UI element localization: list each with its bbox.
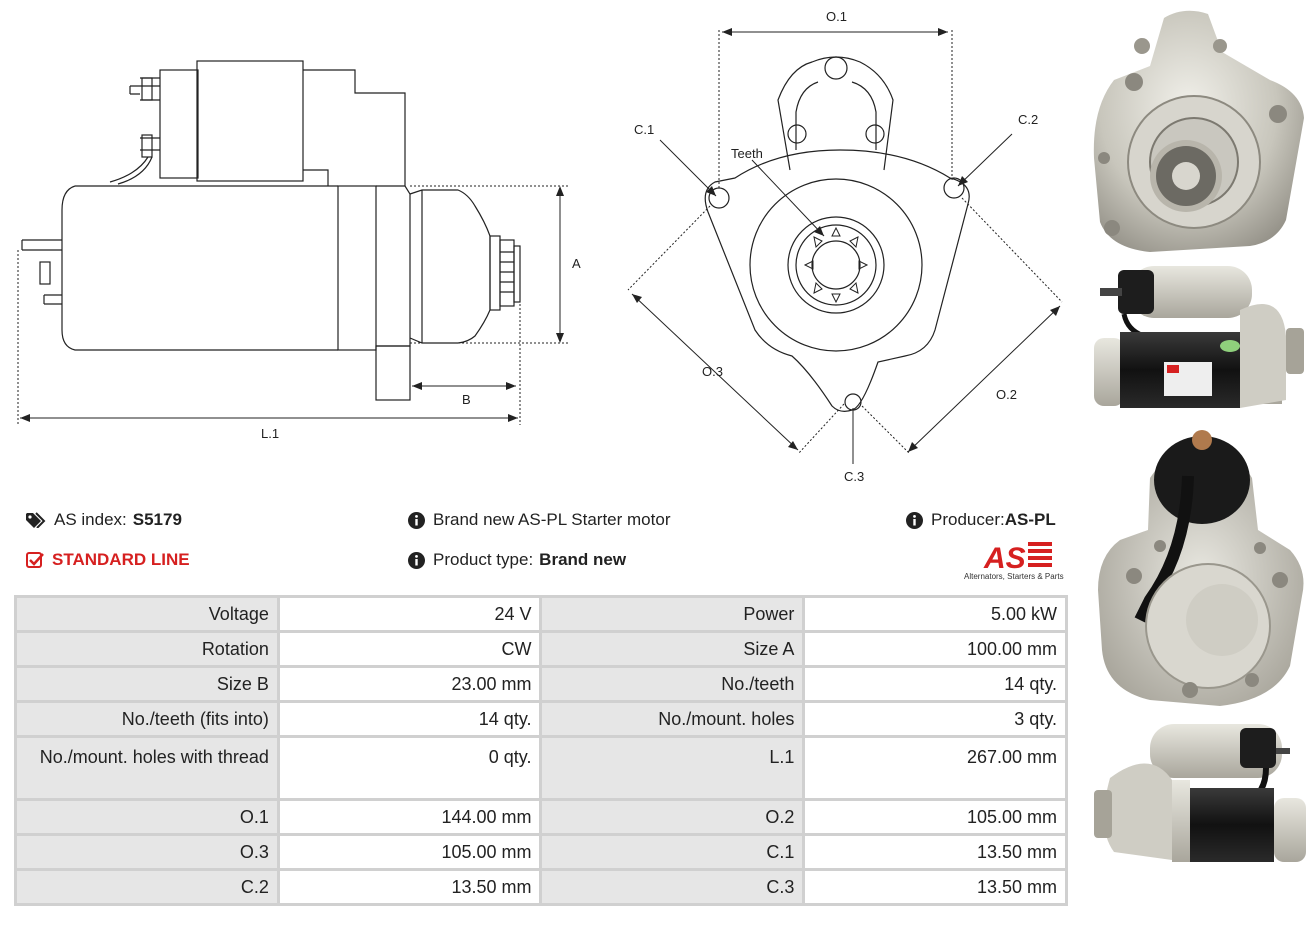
as-index-value: S5179: [132, 510, 182, 529]
product-photo-front: [1093, 10, 1304, 252]
svg-text:AS: AS: [983, 542, 1026, 572]
spec-label: Power: [542, 598, 803, 630]
dim-label-a: A: [572, 256, 581, 271]
solenoid-cap: [159, 69, 199, 179]
product-type: Product type: Brand new: [408, 550, 626, 570]
spec-value: 144.00 mm: [279, 801, 540, 833]
solenoid-body: [196, 60, 304, 182]
standard-line: STANDARD LINE: [26, 550, 190, 570]
as-index-label: AS index:: [54, 510, 127, 529]
spec-value: 13.50 mm: [805, 871, 1065, 903]
spec-label: C.2: [17, 871, 277, 903]
product-photo-side-2: [1094, 724, 1306, 862]
spec-label: O.2: [542, 801, 803, 833]
spec-label: C.1: [542, 836, 803, 868]
producer-label: Producer:: [931, 510, 1005, 529]
spec-value: 105.00 mm: [805, 801, 1065, 833]
info-icon: [408, 511, 425, 529]
spec-value: CW: [279, 633, 540, 665]
spec-value: 267.00 mm: [805, 738, 1065, 798]
standard-line-label: STANDARD LINE: [52, 550, 190, 569]
spec-label: No./mount. holes with thread: [17, 738, 277, 798]
product-photo-rear: [1098, 430, 1304, 706]
spec-value: 0 qty.: [279, 738, 540, 798]
brand-tagline: Alternators, Starters & Parts: [964, 572, 1064, 581]
spec-value: 13.50 mm: [805, 836, 1065, 868]
spec-label: No./teeth: [542, 668, 803, 700]
spec-value: 5.00 kW: [805, 598, 1065, 630]
product-description: Brand new AS-PL Starter motor: [408, 510, 670, 530]
spec-value: 14 qty.: [279, 703, 540, 735]
dim-label-c1: C.1: [634, 122, 654, 137]
front-view-drawing: O.1 C.1 C.2 Teeth O.3 O.2 C.3: [627, 9, 1063, 484]
spec-value: 13.50 mm: [279, 871, 540, 903]
info-icon: [906, 511, 923, 529]
product-type-value: Brand new: [539, 550, 627, 569]
as-index: AS index: S5179: [26, 510, 182, 530]
dim-label-c3: C.3: [844, 469, 864, 484]
spec-label: O.3: [17, 836, 277, 868]
spec-label: O.1: [17, 801, 277, 833]
spec-value: 105.00 mm: [279, 836, 540, 868]
spec-label: Size B: [17, 668, 277, 700]
spec-label: Voltage: [17, 598, 277, 630]
spec-value: 3 qty.: [805, 703, 1065, 735]
dim-label-o2: O.2: [996, 387, 1017, 402]
dim-label-teeth: Teeth: [731, 146, 763, 161]
dim-label-c2: C.2: [1018, 112, 1038, 127]
producer-value: AS-PL: [1004, 510, 1056, 529]
product-type-label: Product type:: [433, 550, 534, 569]
dim-label-l1: L.1: [261, 426, 279, 441]
spec-label: L.1: [542, 738, 803, 798]
spec-row: No./teeth (fits into)14 qty.No./mount. h…: [17, 703, 1065, 735]
producer: Producer: AS-PL: [906, 510, 1056, 530]
spec-value: 23.00 mm: [279, 668, 540, 700]
dim-label-b: B: [462, 392, 471, 407]
checkbox-icon: [26, 552, 44, 568]
as-pl-logo: AS Alternators, Starters & Parts: [964, 538, 1068, 584]
dim-label-o1: O.1: [826, 9, 847, 24]
spec-label: C.3: [542, 871, 803, 903]
spec-label: No./mount. holes: [542, 703, 803, 735]
spec-value: 14 qty.: [805, 668, 1065, 700]
side-view-drawing: A B L.1: [17, 60, 581, 441]
product-photo-side: [1094, 266, 1304, 408]
spec-label: Size A: [542, 633, 803, 665]
info-icon: [408, 551, 425, 569]
as-logo-mark: AS: [983, 542, 1052, 572]
spec-value: 24 V: [279, 598, 540, 630]
description-text: Brand new AS-PL Starter motor: [433, 510, 671, 529]
spec-label: No./teeth (fits into): [17, 703, 277, 735]
tags-icon: [26, 512, 46, 528]
spec-value: 100.00 mm: [805, 633, 1065, 665]
spec-label: Rotation: [17, 633, 277, 665]
dim-label-o3: O.3: [702, 364, 723, 379]
